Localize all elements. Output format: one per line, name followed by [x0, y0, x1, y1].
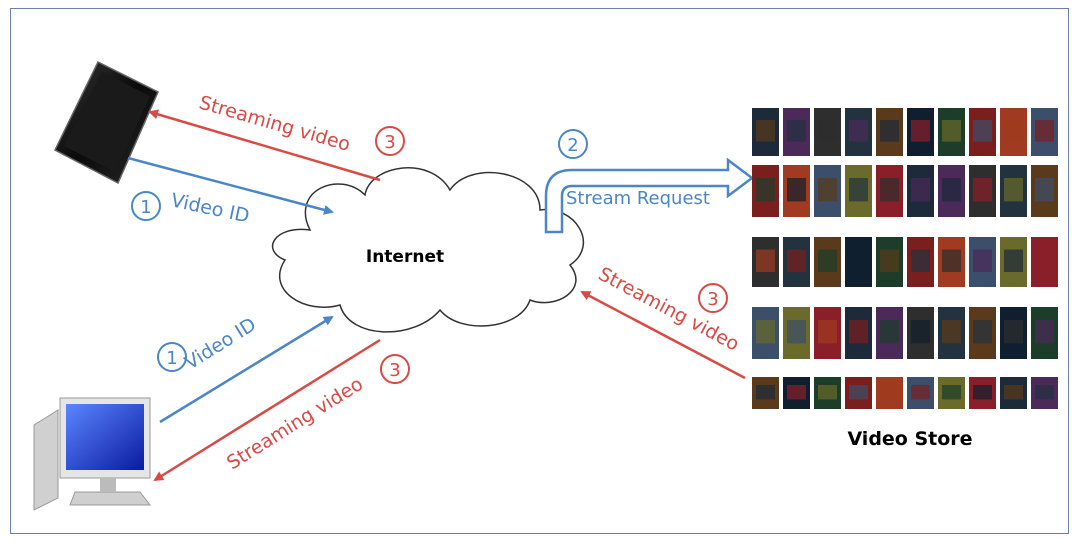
store-stream-arrow: [580, 290, 746, 380]
movie-poster-art: [973, 178, 992, 202]
movie-poster-art: [880, 320, 899, 344]
store-request-label: Stream Request: [566, 188, 710, 209]
smartphone-icon: [54, 60, 159, 185]
stream-request-arrow: [544, 157, 755, 234]
movie-poster-art: [942, 120, 961, 142]
svg-text:2: 2: [567, 135, 578, 156]
movie-poster-art: [911, 178, 930, 202]
movie-poster-art: [942, 385, 961, 400]
svg-text:3: 3: [389, 360, 400, 381]
movie-poster-art: [911, 249, 930, 272]
movie-poster-art: [1004, 320, 1023, 344]
movie-poster-art: [1035, 249, 1054, 272]
svg-text:1: 1: [166, 348, 177, 369]
video-store-label: Video Store: [847, 428, 973, 450]
movie-poster-art: [818, 249, 837, 272]
cloud-label: Internet: [366, 247, 444, 267]
phone-request-step-badge: 1: [131, 191, 161, 221]
movie-poster-art: [849, 178, 868, 202]
movie-poster-art: [756, 385, 775, 400]
movie-poster-art: [1035, 385, 1054, 400]
movie-poster-art: [756, 120, 775, 142]
svg-text:3: 3: [384, 132, 395, 153]
movie-poster-art: [1004, 120, 1023, 142]
desktop-computer-icon: [33, 397, 152, 511]
movie-poster-art: [973, 385, 992, 400]
movie-poster-art: [787, 120, 806, 142]
movie-poster-art: [818, 320, 837, 344]
movie-poster-art: [849, 120, 868, 142]
movie-poster-art: [849, 320, 868, 344]
phone-request-label: Video ID: [169, 189, 251, 227]
movie-poster-art: [818, 385, 837, 400]
movie-poster-art: [1004, 249, 1023, 272]
movie-poster-art: [973, 320, 992, 344]
movie-poster-art: [787, 249, 806, 272]
desktop-request-arrow: [159, 315, 334, 424]
movie-poster-art: [1004, 178, 1023, 202]
movie-poster-art: [911, 385, 930, 400]
movie-poster-art: [787, 178, 806, 202]
phone-stream-arrow: [148, 109, 381, 182]
movie-poster-art: [756, 320, 775, 344]
movie-poster-art: [973, 249, 992, 272]
movie-poster-art: [849, 249, 868, 272]
video-store-poster-grid: [752, 108, 1058, 409]
movie-poster-art: [880, 120, 899, 142]
movie-poster-art: [818, 178, 837, 202]
phone-stream-label: Streaming video: [197, 92, 353, 156]
svg-text:3: 3: [707, 289, 718, 310]
movie-poster-art: [1035, 120, 1054, 142]
movie-poster-art: [818, 120, 837, 142]
movie-poster-art: [880, 385, 899, 400]
desktop-stream-arrow: [153, 338, 381, 482]
movie-poster-art: [787, 385, 806, 400]
desktop-request-label: Video ID: [181, 313, 260, 374]
movie-poster-art: [911, 120, 930, 142]
movie-poster-art: [942, 249, 961, 272]
movie-poster-art: [756, 178, 775, 202]
movie-poster-art: [849, 385, 868, 400]
movie-poster-art: [787, 320, 806, 344]
svg-text:1: 1: [140, 197, 151, 218]
internet-cloud: [272, 167, 584, 333]
phone-stream-step-badge: 3: [375, 126, 405, 156]
movie-poster-art: [942, 320, 961, 344]
desktop-request-step-badge: 1: [157, 342, 187, 372]
movie-poster-art: [973, 120, 992, 142]
phone-request-arrow: [127, 156, 334, 215]
movie-poster-art: [1004, 385, 1023, 400]
store-request-step-badge: 2: [558, 129, 588, 159]
movie-poster-art: [756, 249, 775, 272]
movie-poster-art: [942, 178, 961, 202]
desktop-stream-step-badge: 3: [380, 354, 410, 384]
store-stream-step-badge: 3: [698, 283, 728, 313]
movie-poster-art: [1035, 178, 1054, 202]
movie-poster-art: [911, 320, 930, 344]
movie-poster-art: [880, 178, 899, 202]
movie-poster-art: [1035, 320, 1054, 344]
movie-poster-art: [880, 249, 899, 272]
